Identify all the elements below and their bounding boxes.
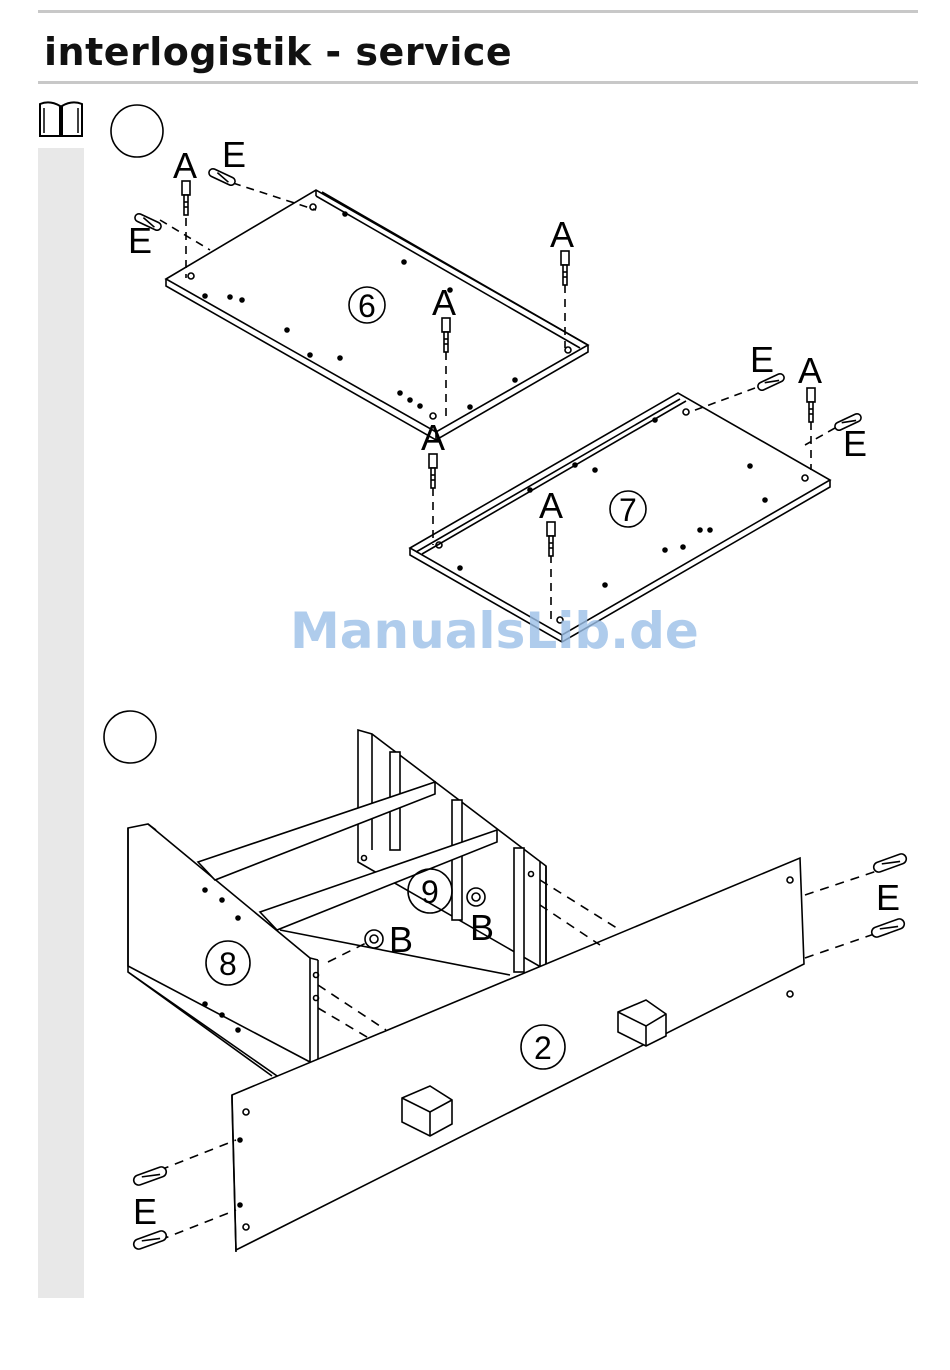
label-b: B: [470, 907, 494, 948]
label-a: A: [798, 350, 822, 391]
label-e: E: [843, 423, 867, 464]
bolt-a-5: [547, 522, 555, 556]
label-a: A: [539, 485, 563, 526]
step-circle-1: [111, 105, 163, 157]
dowel-e-6: [870, 917, 905, 938]
label-a: A: [173, 145, 197, 186]
label-e: E: [222, 134, 246, 175]
bolt-a-4: [429, 454, 437, 488]
bolt-a-3: [442, 318, 450, 352]
bolt-a-1: [182, 181, 190, 215]
part-number-2: 2: [534, 1030, 552, 1066]
watermark: ManualsLib.de: [290, 602, 699, 660]
label-a: A: [421, 417, 445, 458]
label-e: E: [876, 877, 900, 918]
label-b: B: [389, 919, 413, 960]
dowel-e-5: [872, 852, 907, 873]
dowel-e-8: [132, 1229, 167, 1250]
cam-b-1: [365, 930, 383, 948]
cam-b-2: [467, 888, 485, 906]
step-circle-2: [104, 711, 156, 763]
label-e: E: [128, 220, 152, 261]
part-number-6: 6: [358, 288, 376, 324]
part-number-9: 9: [421, 874, 439, 910]
dowel-e-7: [132, 1165, 167, 1186]
label-a: A: [550, 214, 574, 255]
panel-6: [166, 190, 588, 440]
bolt-a-6: [807, 388, 815, 422]
part-number-7: 7: [619, 492, 637, 528]
label-a: A: [432, 282, 456, 323]
label-e: E: [750, 339, 774, 380]
bolt-a-2: [561, 251, 569, 285]
label-e: E: [133, 1191, 157, 1232]
part-number-8: 8: [219, 946, 237, 982]
